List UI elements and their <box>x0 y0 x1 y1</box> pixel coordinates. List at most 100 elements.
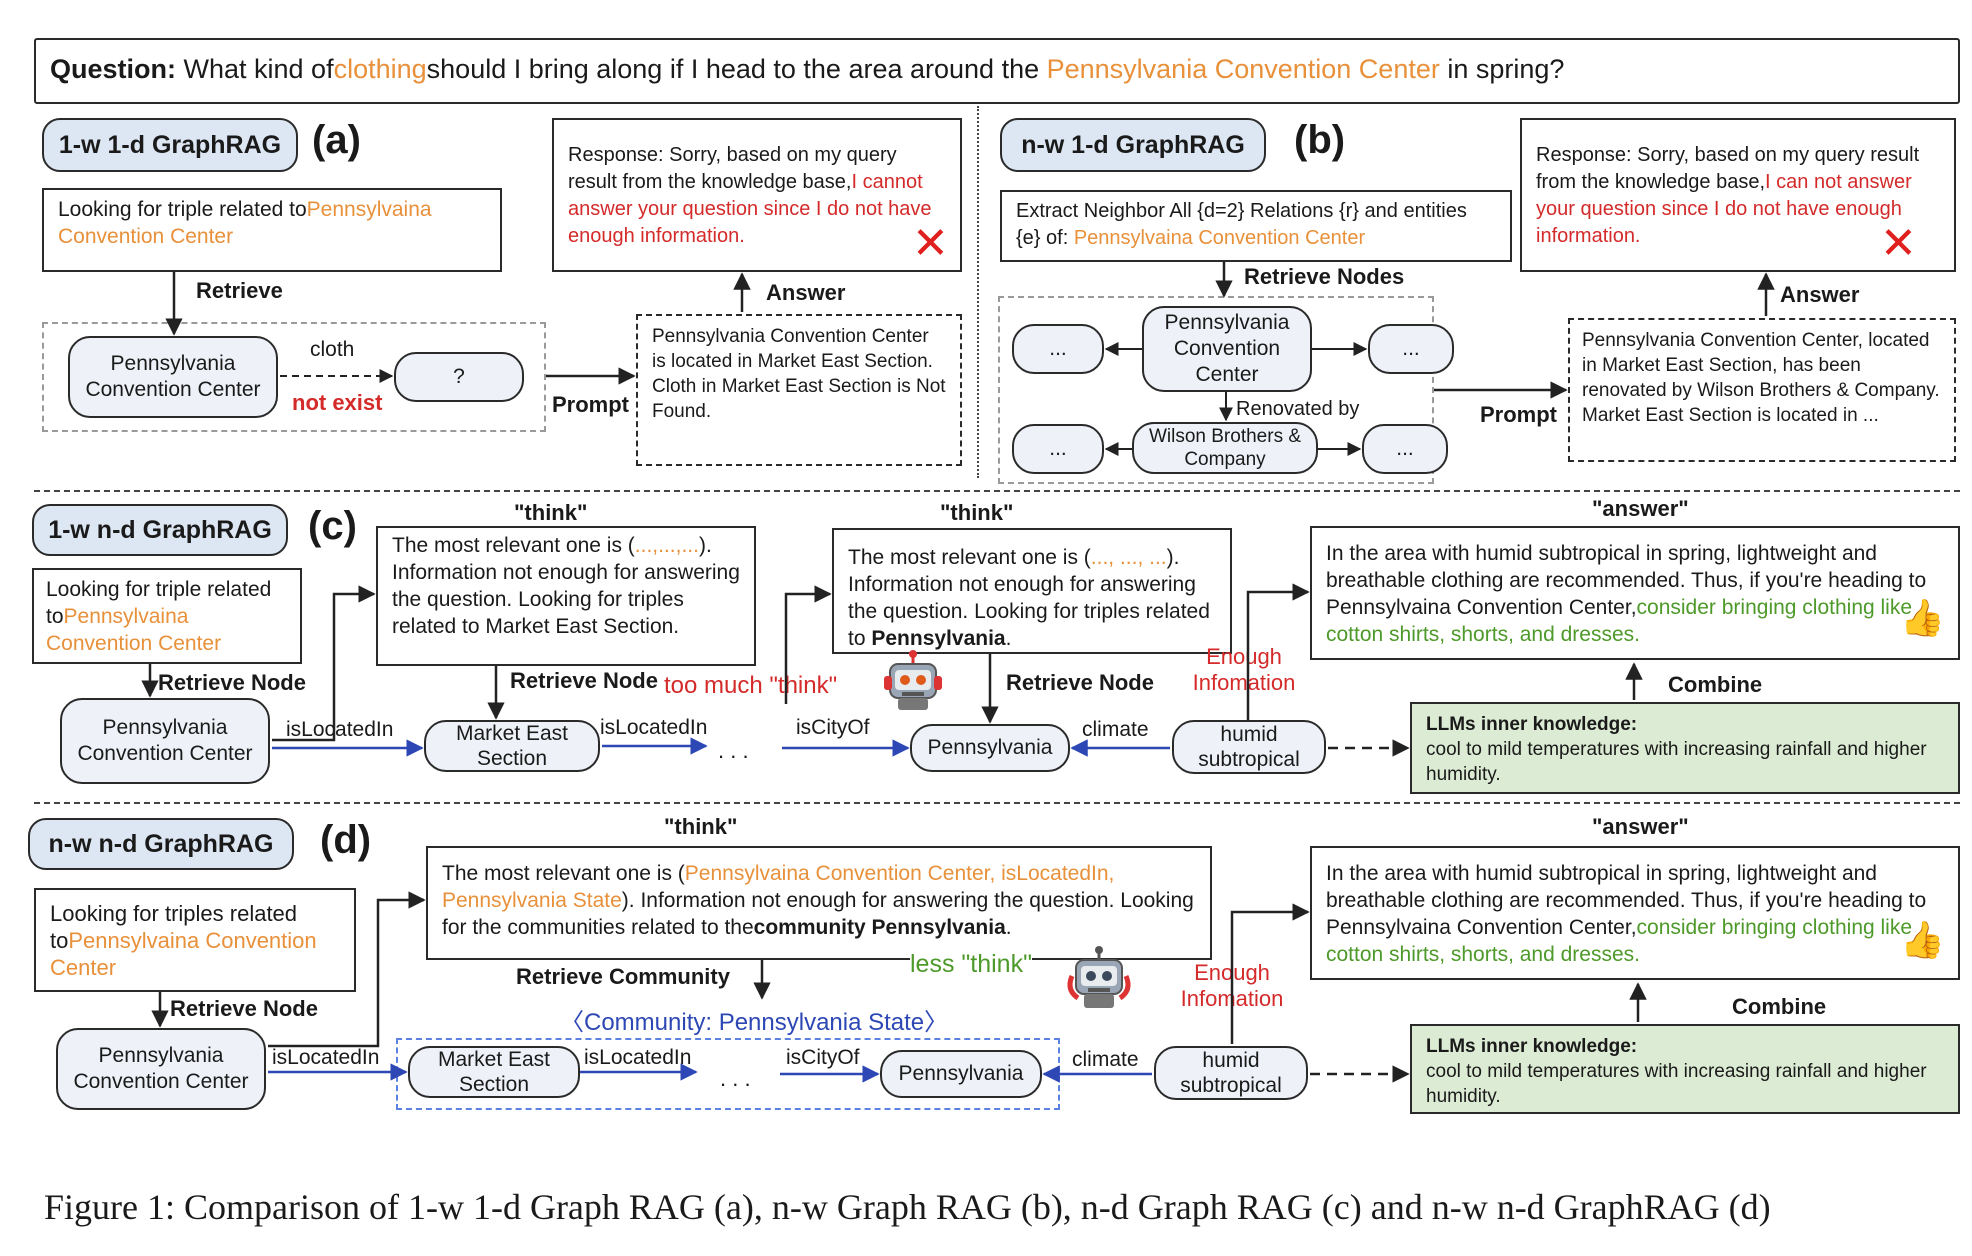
panel-b-node-ellipsis-left-bottom: ... <box>1012 424 1104 474</box>
panel-c-query-box: Looking for triple related toPennsylvain… <box>32 568 302 664</box>
panel-b-node-convention-center: Pennsylvania Convention Center <box>1142 306 1312 392</box>
panel-d-community-label: 〈Community: Pennsylvania State〉 <box>560 1009 949 1036</box>
panel-a-tag: 1-w 1-d GraphRAG <box>42 118 298 172</box>
panel-d-think-end: . <box>1005 916 1012 939</box>
panel-b-prompt-label: Prompt <box>1480 402 1557 427</box>
panel-d-ellipsis: . . . <box>720 1066 751 1091</box>
panel-d-query-text: Looking for triples related to <box>50 901 298 953</box>
panel-b-query-text: Extract Neighbor All {d=2} Relations {r}… <box>1016 200 1467 249</box>
panel-d-tag: n-w n-d GraphRAG <box>28 818 294 870</box>
question-part2: should I bring along if I head to the ar… <box>426 54 1047 84</box>
panel-b-response-error: I can not answer your question since I d… <box>1536 171 1912 247</box>
panel-a-subgraph <box>42 322 546 432</box>
panel-d-edge-climate: climate <box>1072 1048 1139 1071</box>
panel-d-answer-box: In the area with humid subtropical in sp… <box>1310 846 1960 980</box>
panel-d-think-label: "think" <box>664 814 738 839</box>
panel-d-edge-islocatedin-1: isLocatedIn <box>272 1046 380 1069</box>
arrow-c-to-think1 <box>272 585 376 742</box>
panel-d-node-humid: humid subtropical <box>1154 1046 1308 1100</box>
panel-c-answer-green: consider bringing clothing like cotton s… <box>1326 596 1913 646</box>
panel-b-node-wilson: Wilson Brothers & Company <box>1132 422 1318 474</box>
panel-a-context-box: Pennsylvania Convention Center is locate… <box>636 314 962 466</box>
panel-d-think-box: The most relevant one is (Pennsylvaina C… <box>426 846 1212 960</box>
panel-c-node-humid: humid subtropical <box>1172 720 1326 774</box>
panel-b-node-ellipsis-right-top: ... <box>1368 324 1454 374</box>
panel-d-answer-label: "answer" <box>1592 814 1689 839</box>
panel-c-query-highlight: Pennsylvaina Convention Center <box>46 605 222 655</box>
panel-d-think-highlight: Pennsylvaina Convention Center, isLocate… <box>442 862 1115 912</box>
arrow-c-to-think2 <box>784 585 832 704</box>
cross-mark-icon: ✕ <box>1880 219 1917 268</box>
panel-a-not-exist: not exist <box>292 390 383 415</box>
panel-b-answer-label: Answer <box>1780 282 1860 307</box>
panel-c-node-convention-center: Pennsylvania Convention Center <box>60 698 270 784</box>
question-part3: in spring? <box>1439 54 1565 84</box>
panel-d-edge-islocatedin-2: isLocatedIn <box>584 1046 692 1069</box>
panel-c-think2-end: . <box>1005 627 1012 650</box>
panel-a-letter: (a) <box>312 118 361 162</box>
panel-b-query-highlight: Pennsylvaina Convention Center <box>1073 227 1366 249</box>
panel-c-letter: (c) <box>308 504 357 548</box>
panel-a-node-unknown: ? <box>394 352 524 402</box>
panel-d-knowledge-box: LLMs inner knowledge: cool to mild tempe… <box>1410 1024 1960 1114</box>
panel-a-edge-cloth: cloth <box>310 338 355 361</box>
panel-c-ellipsis: . . . <box>718 738 749 763</box>
panel-c-think-label-1: "think" <box>514 500 588 525</box>
panel-c-think-label-2: "think" <box>940 500 1014 525</box>
question-highlight-clothing: clothing <box>333 54 427 84</box>
panel-c-retrieve-node-1: Retrieve Node <box>158 670 306 695</box>
panel-d-think-rest: ). Information not enough for answering … <box>442 889 1194 939</box>
panel-c-think2-text: The most relevant one is ( <box>848 546 1091 569</box>
panel-a-prompt-label: Prompt <box>552 392 629 417</box>
separator-cd <box>34 802 1960 804</box>
panel-c-edge-islocatedin-2: isLocatedIn <box>600 716 708 739</box>
panel-b-node-ellipsis-right-bottom: ... <box>1362 424 1448 474</box>
panel-c-edge-climate: climate <box>1082 718 1149 741</box>
panel-c-think-box-1: The most relevant one is (...,...,...). … <box>376 526 756 666</box>
panel-d-think-bold: community Pennsylvania <box>753 916 1006 939</box>
panel-a-response-text: Response: Sorry, based on my query resul… <box>568 144 897 193</box>
panel-c-think2-bold: Pennsylvania <box>871 627 1006 650</box>
panel-c-node-pennsylvania: Pennsylvania <box>910 724 1070 772</box>
panel-c-enough-info: Enough Infomation <box>1192 644 1296 695</box>
panel-c-answer-text: In the area with humid subtropical in sp… <box>1326 542 1927 619</box>
panel-b-query-box: Extract Neighbor All {d=2} Relations {r}… <box>1000 190 1512 262</box>
panel-c-think1-highlight: ...,...,... <box>634 534 699 557</box>
separator-ab <box>977 106 979 478</box>
panel-d-query-highlight: Pennsylvaina Convention Center <box>50 928 317 980</box>
panel-d-node-pennsylvania: Pennsylvania <box>880 1050 1042 1098</box>
panel-c-retrieve-node-2: Retrieve Node <box>510 668 658 693</box>
panel-b-response-box: Response: Sorry, based on my query resul… <box>1520 118 1956 272</box>
question-highlight-place: Pennsylvania Convention Center <box>1046 54 1440 84</box>
arrow-d-to-think <box>268 891 426 1048</box>
separator-bc <box>34 490 1960 492</box>
cross-mark-icon: ✕ <box>912 219 949 268</box>
thumbs-up-icon: 👍 <box>1900 919 1945 960</box>
panel-d-letter: (d) <box>320 818 372 862</box>
thumbs-up-icon: 👍 <box>1900 597 1945 638</box>
panel-c-think2-highlight: ..., ..., ... <box>1090 546 1167 569</box>
panel-d-less-think: less "think" <box>910 950 1032 979</box>
robot-icon <box>884 650 942 710</box>
panel-c-think1-text: The most relevant one is ( <box>392 534 635 557</box>
panel-c-knowledge-title: LLMs inner knowledge: <box>1426 714 1638 735</box>
panel-d-answer-text: In the area with humid subtropical in sp… <box>1326 862 1927 939</box>
panel-c-edge-islocatedin-1: isLocatedIn <box>286 718 394 741</box>
panel-d-knowledge-text: cool to mild temperatures with increasin… <box>1426 1061 1927 1107</box>
panel-d-node-market-east: Market East Section <box>408 1046 580 1098</box>
panel-a-response-error: I cannot answer your question since I do… <box>568 171 932 247</box>
panel-b-context-box: Pennsylvania Convention Center, located … <box>1568 318 1956 462</box>
panel-d-retrieve-community: Retrieve Community <box>516 964 730 989</box>
panel-c-node-market-east: Market East Section <box>424 720 600 772</box>
panel-c-query-text: Looking for triple related to <box>46 578 272 628</box>
arrow-c-to-answer <box>1246 583 1310 720</box>
panel-c-edge-iscityof: isCityOf <box>796 716 870 739</box>
panel-d-answer-green: consider bringing clothing like cotton s… <box>1326 916 1913 966</box>
panel-b-tag: n-w 1-d GraphRAG <box>1000 118 1266 172</box>
panel-d-think-text: The most relevant one is ( <box>442 862 685 885</box>
panel-a-query-highlight: Pennsylvaina Convention Center <box>58 198 432 248</box>
question-box: Question: What kind ofclothingshould I b… <box>34 38 1960 104</box>
robot-icon <box>1067 946 1131 1008</box>
